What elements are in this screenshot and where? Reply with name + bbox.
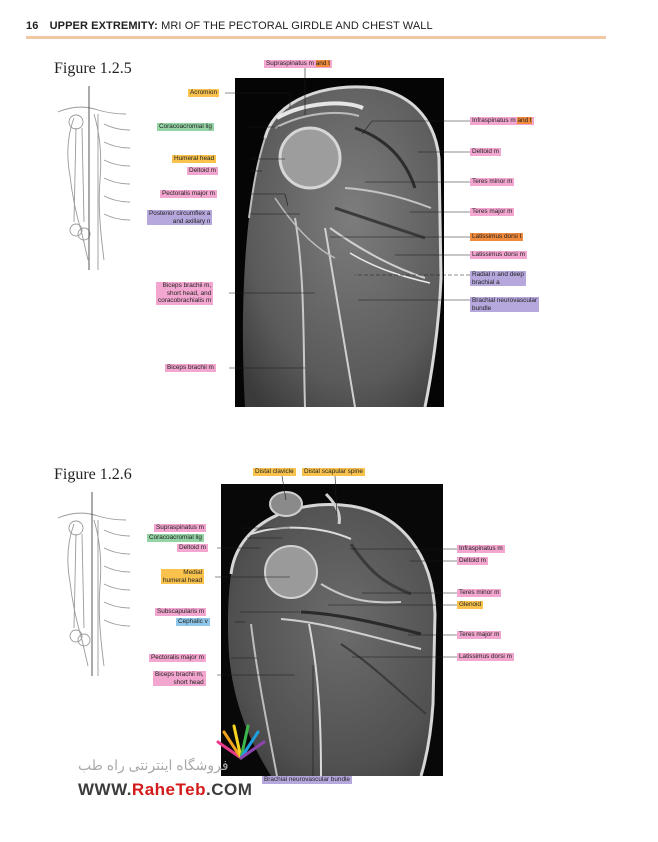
label-distal-clavicle: Distal clavicle <box>253 468 296 476</box>
page-number: 16 <box>26 20 39 32</box>
label-subscapularis: Subscapularis m <box>155 608 207 616</box>
book-logo-icon <box>216 724 266 760</box>
mri-image-2 <box>221 484 443 776</box>
mri-image-1 <box>235 78 444 407</box>
section-title: UPPER EXTREMITY: <box>49 20 158 32</box>
label-latissimus-muscle: Latissimus dorsi m <box>470 251 527 259</box>
label-supraspinatus: Supraspinatus m and t <box>264 60 332 68</box>
label-pectoralis-major: Pectoralis major m <box>160 190 217 198</box>
label-coracoacromial-lig-2: Coracoacromial lig <box>147 534 204 542</box>
label-glenoid: Glenoid <box>457 601 484 609</box>
header-rule <box>26 36 606 39</box>
label-cephalic-vein: Cephalic v <box>176 618 210 626</box>
label-brachial-neurovascular-2: Brachial neurovascular bundle <box>262 776 352 784</box>
label-supraspinatus-tendon: and t <box>315 60 330 67</box>
label-medial-line2: humeral head <box>163 576 203 584</box>
label-radial-line1: Radial n and deep <box>472 271 524 278</box>
label-distal-scapular-spine: Distal scapular spine <box>302 468 365 476</box>
label-deltoid-right: Deltoid m <box>470 148 501 156</box>
label-brachial-line2: bundle <box>472 304 492 312</box>
label-latissimus-tendon: Latissimus dorsi t <box>470 233 524 241</box>
label-circumflex-line1: Posterior circumflex a <box>149 210 211 217</box>
label-radial-line2: brachial a <box>472 278 500 286</box>
skeleton-diagram-2 <box>57 492 131 676</box>
label-teres-minor: Teres minor m <box>470 178 515 186</box>
label-biceps-line2: short head, and <box>166 289 212 297</box>
watermark-url-suffix: .COM <box>205 780 253 799</box>
label-biceps-short-head: Biceps brachii m,short head <box>153 671 206 687</box>
label-deltoid-right-2: Deltoid m <box>457 557 488 565</box>
label-teres-minor-2: Teres minor m <box>457 589 502 597</box>
running-header: 16 UPPER EXTREMITY: MRI OF THE PECTORAL … <box>26 20 433 32</box>
label-brachial-line1: Brachial neurovascular <box>472 297 538 304</box>
label-deltoid-left-2: Deltoid m <box>177 544 208 552</box>
label-pectoralis-major-2: Pectoralis major m <box>149 654 206 662</box>
figure-title-1: Figure 1.2.5 <box>54 60 132 77</box>
label-infraspinatus-2: Infraspinatus m <box>457 545 505 553</box>
label-humeral-head: Humeral head <box>172 155 217 163</box>
section-subtitle: MRI OF THE PECTORAL GIRDLE AND CHEST WAL… <box>161 20 433 32</box>
skeleton-diagram-1 <box>57 86 131 270</box>
label-biceps-line3: coracobrachialis m <box>158 297 212 305</box>
label-acromion: Acromion <box>188 89 219 97</box>
label-infraspinatus-text: Infraspinatus m <box>472 117 516 124</box>
label-infraspinatus: Infraspinatus m and t <box>470 117 534 125</box>
figure-title-2: Figure 1.2.6 <box>54 466 132 483</box>
watermark-persian: فروشگاه اینترنتی راه طب <box>78 757 229 773</box>
label-latissimus-2: Latissimus dorsi m <box>457 653 514 661</box>
label-biceps2-line2: short head <box>173 678 204 686</box>
watermark-url-prefix: WWW. <box>78 780 132 799</box>
label-deltoid-left: Deltoid m <box>187 167 218 175</box>
label-medial-line1: Medial <box>183 569 203 576</box>
label-infraspinatus-tendon: and t <box>517 117 532 124</box>
label-supraspinatus-text: Supraspinatus m <box>266 60 314 67</box>
watermark-url[interactable]: WWW.RaheTeb.COM <box>78 780 252 800</box>
watermark-url-brand: RaheTeb <box>131 780 206 799</box>
label-circumflex-line2: and axillary n <box>172 217 211 225</box>
label-biceps-brachii: Biceps brachii m <box>165 364 216 372</box>
label-teres-major-2: Teres major m <box>457 631 502 639</box>
label-biceps-line1: Biceps brachii m, <box>162 282 212 289</box>
label-teres-major: Teres major m <box>470 208 515 216</box>
label-coracoacromial-lig: Coracoacromial lig <box>157 123 214 131</box>
label-biceps2-line1: Biceps brachii m, <box>155 671 204 678</box>
label-supraspinatus-2: Supraspinatus m <box>154 524 206 532</box>
